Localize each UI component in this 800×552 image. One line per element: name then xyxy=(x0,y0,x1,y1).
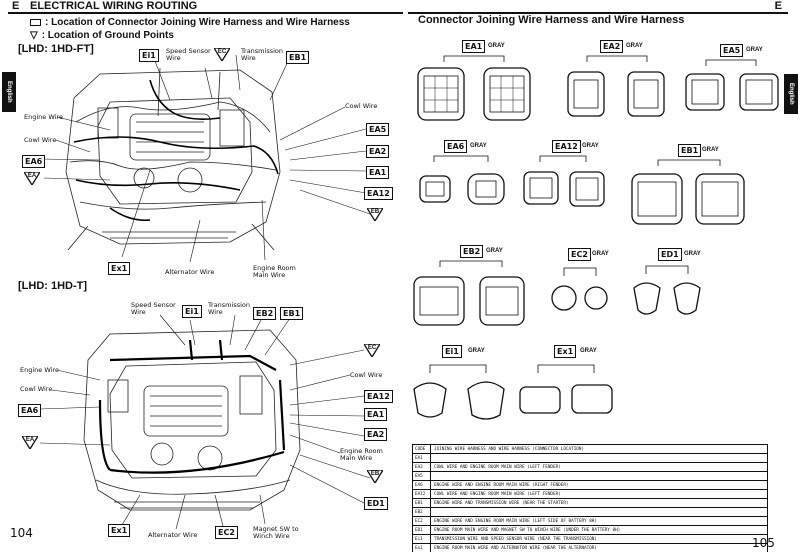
tag-ex1-2: Ex1 xyxy=(108,524,131,537)
label-cowl-wire-right-2: Cowl Wire xyxy=(350,371,383,379)
connector-ei1: Ei1 GRAY xyxy=(410,345,510,425)
triangle-icon: ▽ xyxy=(30,30,38,41)
page-number-left: 104 xyxy=(10,526,33,540)
tag-ea5: EA5 xyxy=(366,123,390,136)
section-label-1hd-t: [LHD: 1HD-T] xyxy=(18,280,88,292)
table-header: CODE JOINING WIRE HARNESS AND WIRE HARNE… xyxy=(413,445,767,454)
connector-ed1: ED1 GRAY xyxy=(628,248,708,323)
english-tab-right: English xyxy=(784,74,798,114)
label-speed-sensor-wire-2: Speed Sensor Wire xyxy=(131,301,176,316)
tag-ea2-2: EA2 xyxy=(364,428,388,441)
leader-lines-2 xyxy=(39,314,371,530)
engine-diagram-1hd-t xyxy=(83,329,301,511)
ground-ea-2: EA xyxy=(22,436,38,449)
tag-eb1-2: EB1 xyxy=(280,307,304,320)
square-icon xyxy=(30,18,41,26)
english-tab: English xyxy=(2,72,16,112)
page-header-right: E xyxy=(408,0,788,14)
label-cowl-wire-left-2: Cowl Wire xyxy=(20,385,53,393)
tag-ea12: EA12 xyxy=(364,187,393,200)
connector-ec2: EC2 GRAY xyxy=(548,248,618,318)
tag-ea6: EA6 xyxy=(22,155,46,168)
section-label-1hd-ft: [LHD: 1HD-FT] xyxy=(18,43,94,55)
label-cowl-wire-right: Cowl Wire xyxy=(345,102,378,110)
connector-eb2: EB2 GRAY xyxy=(410,245,530,330)
tag-ea1-2: EA1 xyxy=(364,408,388,421)
legend-ground: ▽: Location of Ground Points xyxy=(30,30,174,41)
label-engine-wire-2: Engine Wire xyxy=(20,366,59,374)
tag-ei1-2: Ei1 xyxy=(182,305,202,318)
table-row: EA5 xyxy=(413,472,767,481)
tag-ei1: Ei1 xyxy=(139,49,159,62)
ground-ec-1: EC xyxy=(214,48,230,61)
connector-ea5: EA5 GRAY xyxy=(682,40,782,126)
table-row: EA1 xyxy=(413,454,767,463)
page-title: ELECTRICAL WIRING ROUTING xyxy=(30,0,198,12)
ground-ec-2: EC xyxy=(364,344,380,357)
label-transmission-wire: Transmission Wire xyxy=(241,47,283,62)
page-header-left: E ELECTRICAL WIRING ROUTING xyxy=(8,0,403,14)
label-alternator-wire-2: Alternator Wire xyxy=(148,531,198,539)
tag-ec2: EC2 xyxy=(215,526,238,539)
section-letter: E xyxy=(12,0,20,12)
right-page: E Connector Joining Wire Harness and Wir… xyxy=(400,0,800,552)
tag-ea6-2: EA6 xyxy=(18,404,42,417)
label-engine-wire: Engine Wire xyxy=(24,113,63,121)
connector-ex1: Ex1 GRAY xyxy=(516,345,616,425)
connector-eb1: EB1 GRAY xyxy=(628,140,748,225)
label-speed-sensor-wire: Speed Sensor Wire xyxy=(166,47,211,62)
connector-ea12: EA12 GRAY xyxy=(520,140,610,215)
connector-code-table: CODE JOINING WIRE HARNESS AND WIRE HARNE… xyxy=(412,444,768,552)
tag-ed1: ED1 xyxy=(364,497,388,510)
label-transmission-wire-2: Transmission Wire xyxy=(208,301,250,316)
label-engine-room-main-wire-2: Engine Room Main Wire xyxy=(340,447,383,462)
ground-eb-1: EB xyxy=(367,208,383,221)
section-letter-right: E xyxy=(774,0,782,12)
label-alternator-wire: Alternator Wire xyxy=(165,268,215,276)
label-cowl-wire-left: Cowl Wire xyxy=(24,136,57,144)
label-magnet-sw-wire: Magnet SW to Winch Wire xyxy=(253,525,299,540)
ground-eb-2: EB xyxy=(367,470,383,483)
tag-ea2: EA2 xyxy=(366,145,390,158)
leader-lines-1 xyxy=(41,54,371,263)
legend-connector: : Location of Connector Joining Wire Har… xyxy=(30,17,350,28)
ground-ea-1: EA xyxy=(24,172,40,185)
tag-ex1: Ex1 xyxy=(108,262,131,275)
engine-diagram-1hd-ft xyxy=(65,67,281,251)
connector-ea1: EA1 GRAY xyxy=(414,40,534,126)
tag-ea1: EA1 xyxy=(366,166,390,179)
connector-ea2: EA2 GRAY xyxy=(562,40,672,126)
left-page: E ELECTRICAL WIRING ROUTING : Location o… xyxy=(2,0,403,540)
tag-ea12-2: EA12 xyxy=(364,390,393,403)
label-engine-room-main-wire: Engine Room Main Wire xyxy=(253,264,296,279)
tag-eb1: EB1 xyxy=(286,51,310,64)
tag-eb2: EB2 xyxy=(253,307,277,320)
right-page-title: Connector Joining Wire Harness and Wire … xyxy=(418,14,685,26)
connector-ea6: EA6 GRAY xyxy=(414,140,514,215)
table-row: EB2 xyxy=(413,508,767,517)
